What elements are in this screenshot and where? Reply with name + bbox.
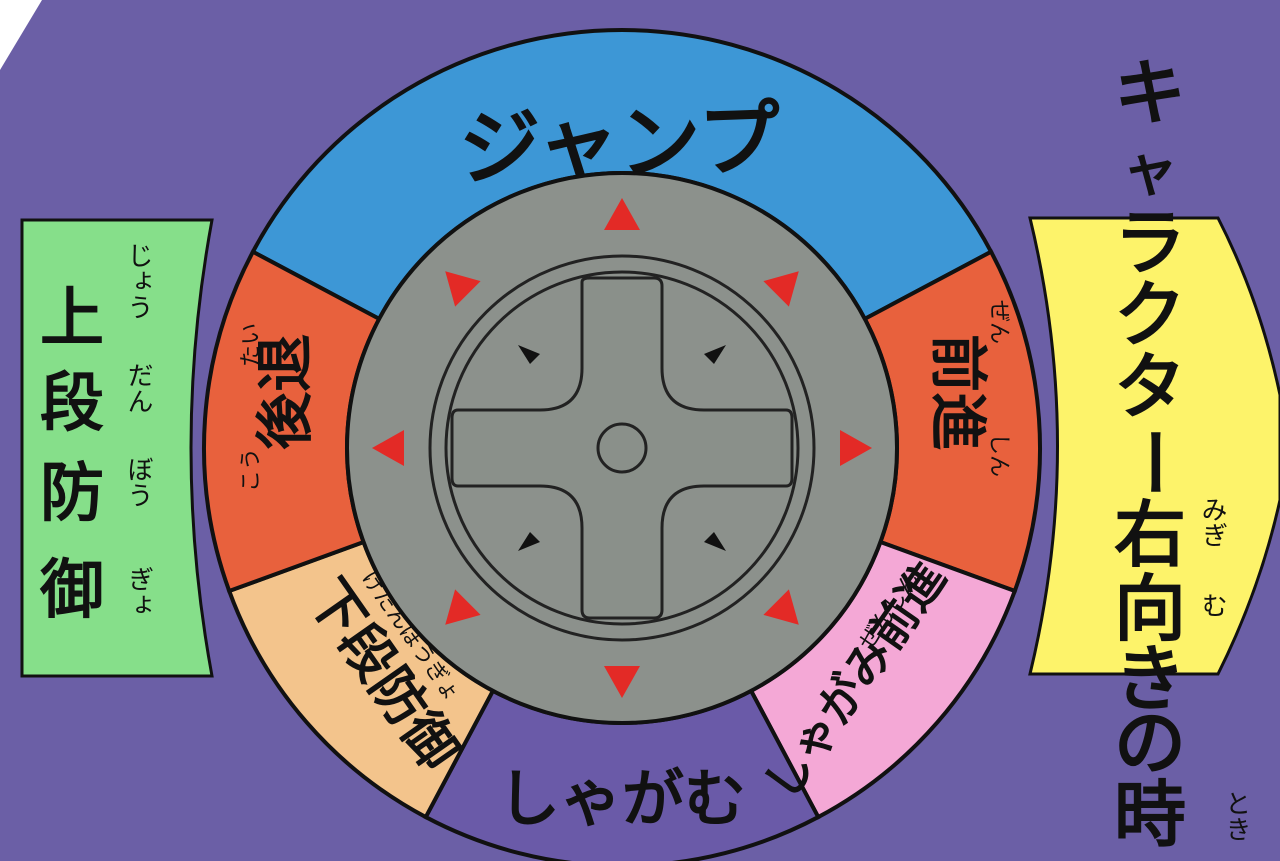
upper-guard-ruby-1: じょう [123, 242, 153, 320]
upper-guard-char-3: 防 [40, 457, 104, 531]
forward-label: 前進 ぜん しん [924, 300, 1011, 477]
forward-ruby-2: しん [986, 433, 1011, 477]
character-right-label: キ ャ ラ ク タ ー 右 向 き の 時 みぎ む とき [1111, 51, 1251, 857]
back-label: 後退 こう たい [239, 323, 319, 492]
small-arrow-down-right-icon [704, 532, 726, 551]
upper-guard-char-4: 御 [39, 554, 104, 628]
char-right-5: タ [1114, 345, 1186, 429]
ruby-migi: みぎ [1197, 496, 1227, 548]
char-right-2: ャ [1122, 139, 1178, 204]
page-corner [0, 0, 42, 70]
dpad-cross [450, 276, 794, 620]
char-right-9: き [1114, 637, 1186, 721]
char-right-10: の [1114, 701, 1186, 785]
arrow-right-icon [840, 430, 872, 466]
back-ruby-1: こう [239, 448, 264, 492]
small-arrow-down-left-icon [518, 532, 540, 551]
arrow-down-left-icon [445, 589, 481, 625]
direction-arrows [372, 198, 872, 698]
ruby-toki: とき [1221, 790, 1251, 842]
arrow-up-right-icon [763, 271, 799, 307]
pad-outer-groove [428, 254, 816, 642]
ruby-mu: む [1197, 592, 1227, 618]
forward-ruby-1: ぜん [986, 300, 1011, 344]
back-ruby-2: たい [239, 323, 264, 367]
arrow-left-icon [372, 430, 404, 466]
upper-guard-ruby-2: だん [123, 362, 153, 414]
upper-guard-char-2: 段 [40, 367, 104, 441]
back-label-text: 後退 [251, 334, 319, 450]
upper-guard-panel [20, 218, 214, 678]
dpad-center [596, 422, 648, 474]
upper-guard-label: 上 段 防 御 じょう だん ぼう ぎょ [39, 242, 153, 628]
arrow-up-icon [604, 198, 640, 230]
small-arrow-up-left-icon [518, 345, 540, 364]
upper-guard-ruby-4: ぎょ [123, 566, 153, 618]
arrow-down-icon [604, 666, 640, 698]
char-right-4: ク [1114, 273, 1186, 357]
arrow-up-left-icon [445, 271, 481, 307]
small-arrow-up-right-icon [704, 345, 726, 364]
character-right-panel [1028, 216, 1280, 676]
upper-guard-ruby-3: ぼう [123, 456, 153, 508]
char-right-6: ー [1111, 426, 1195, 498]
forward-label-text: 前進 [924, 334, 992, 450]
char-right-1: キ [1114, 51, 1186, 135]
upper-guard-char-1: 上 [40, 282, 104, 356]
crouch-label: しゃがむ [498, 762, 746, 835]
char-right-3: ラ [1114, 201, 1186, 285]
char-right-7: 右 [1114, 493, 1186, 577]
char-right-8: 向 [1114, 567, 1186, 651]
pad-inner-groove [444, 270, 800, 626]
arrow-down-right-icon [763, 589, 799, 625]
char-right-11: 時 [1114, 773, 1186, 857]
